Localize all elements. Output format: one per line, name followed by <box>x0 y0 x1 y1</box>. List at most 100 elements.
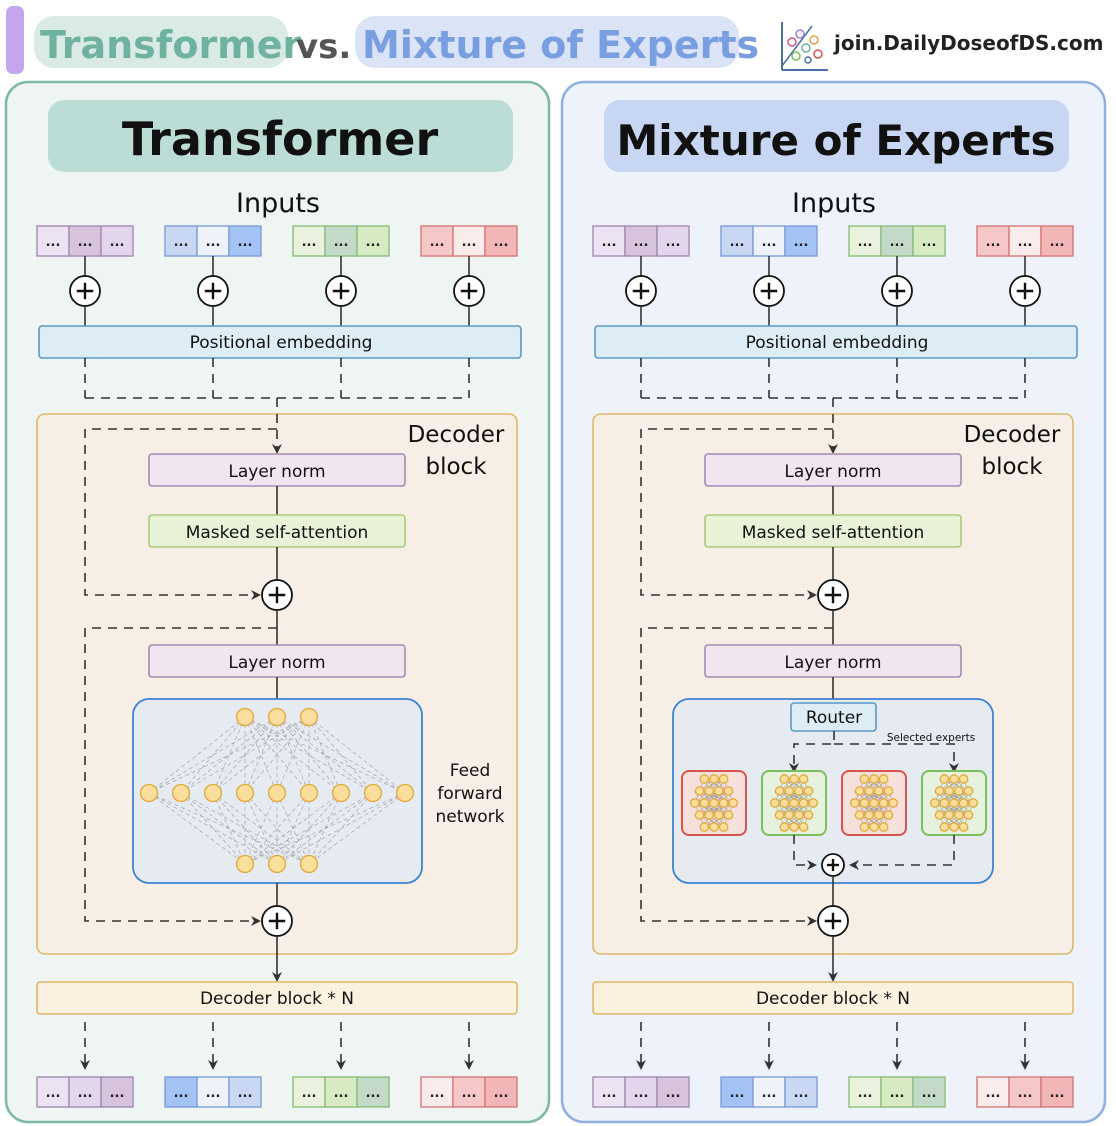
token-cell <box>880 225 914 257</box>
neuron <box>944 786 955 796</box>
decoder-block-label: block <box>981 454 1043 480</box>
ffn-edge <box>244 792 310 865</box>
ffn-edge <box>244 792 406 865</box>
brand-url[interactable]: join.DailyDoseofDS.com <box>833 31 1103 55</box>
token-cell <box>356 1076 390 1108</box>
neuron <box>968 798 979 808</box>
neuron <box>713 786 724 796</box>
neuron <box>873 810 884 820</box>
ffn-edge <box>244 716 310 794</box>
residual-add-node <box>261 905 293 937</box>
neuron <box>728 798 739 808</box>
neuron <box>798 822 809 832</box>
token-cell-label: ... <box>462 1086 477 1101</box>
decoder-repeat-box <box>592 981 1074 1015</box>
neuron <box>718 774 729 784</box>
token-cell <box>848 225 882 257</box>
token-cell-label: ... <box>794 1086 809 1101</box>
neuron <box>883 810 894 820</box>
token-cell-label: ... <box>430 235 445 250</box>
layer-norm-label: Layer norm <box>784 462 881 482</box>
neuron <box>235 854 255 874</box>
neuron <box>864 786 875 796</box>
output-token-group: ......... <box>420 1076 518 1108</box>
token-cell-label: ... <box>1018 1086 1033 1101</box>
ffn-edge <box>244 792 374 865</box>
ffn-edge <box>244 792 278 865</box>
input-add-node <box>1009 275 1041 307</box>
token-cell <box>656 1076 690 1108</box>
token-cell <box>292 225 326 257</box>
decoder-repeat-label: Decoder block * N <box>756 989 910 1009</box>
input-token-group: ......... <box>720 225 818 257</box>
neuron <box>939 774 950 784</box>
neuron <box>963 786 974 796</box>
token-cell <box>100 225 134 257</box>
ffn-edge <box>180 716 310 794</box>
token-cell <box>228 1076 262 1108</box>
brand-logo-icon <box>781 22 828 71</box>
layer-norm-label: Layer norm <box>228 462 325 482</box>
input-token-group: ......... <box>164 225 262 257</box>
token-cell <box>912 1076 946 1108</box>
token-cell-label: ... <box>366 235 381 250</box>
token-cell <box>100 1076 134 1108</box>
token-cell-label: ... <box>334 235 349 250</box>
ffn-edge <box>244 792 342 865</box>
token-cell-label: ... <box>634 235 649 250</box>
neuron <box>235 707 255 727</box>
layer-norm-label: Layer norm <box>784 653 881 673</box>
neuron <box>953 786 964 796</box>
token-cell-label: ... <box>462 235 477 250</box>
neuron <box>849 798 860 808</box>
neuron <box>689 798 700 808</box>
decoder-block-label: Decoder <box>408 422 505 448</box>
neuron <box>395 783 415 803</box>
output-token-group: ......... <box>720 1076 818 1108</box>
token-cell-label: ... <box>634 1086 649 1101</box>
neuron <box>299 854 319 874</box>
expert-network <box>921 770 987 836</box>
token-cell-label: ... <box>986 235 1001 250</box>
neuron <box>953 810 964 820</box>
neuron <box>699 774 710 784</box>
right-title-highlight <box>355 16 739 68</box>
token-cell <box>36 1076 70 1108</box>
token-cell <box>784 225 818 257</box>
token-cell <box>848 1076 882 1108</box>
neuron <box>299 783 319 803</box>
decoder-repeat-box <box>36 981 518 1015</box>
ffn-edge <box>212 792 246 865</box>
token-cell <box>452 225 486 257</box>
neuron <box>859 822 870 832</box>
neuron <box>793 810 804 820</box>
router-label: Router <box>806 708 862 728</box>
token-cell-label: ... <box>986 1086 1001 1101</box>
title-vs: vs. <box>296 27 351 67</box>
token-cell-label: ... <box>858 235 873 250</box>
token-cell-label: ... <box>1050 235 1065 250</box>
output-token-group: ......... <box>976 1076 1074 1108</box>
neuron <box>774 786 785 796</box>
positional-embedding-box <box>594 325 1078 359</box>
neuron <box>798 774 809 784</box>
inputs-label: Inputs <box>236 188 320 219</box>
input-add-node <box>753 275 785 307</box>
neuron <box>139 783 159 803</box>
neuron <box>694 810 705 820</box>
neuron <box>699 798 710 808</box>
token-cell-label: ... <box>1050 1086 1065 1101</box>
neuron <box>789 822 799 832</box>
neuron <box>798 798 809 808</box>
ffn-edge <box>148 716 310 794</box>
residual-connection-2 <box>640 627 833 926</box>
left-title-highlight <box>34 16 288 68</box>
token-cell <box>228 225 262 257</box>
token-cell-label: ... <box>1018 235 1033 250</box>
token-cell-label: ... <box>890 235 905 250</box>
token-cell-label: ... <box>922 235 937 250</box>
token-cell-label: ... <box>858 1086 873 1101</box>
neuron <box>949 798 959 808</box>
neuron <box>939 822 950 832</box>
